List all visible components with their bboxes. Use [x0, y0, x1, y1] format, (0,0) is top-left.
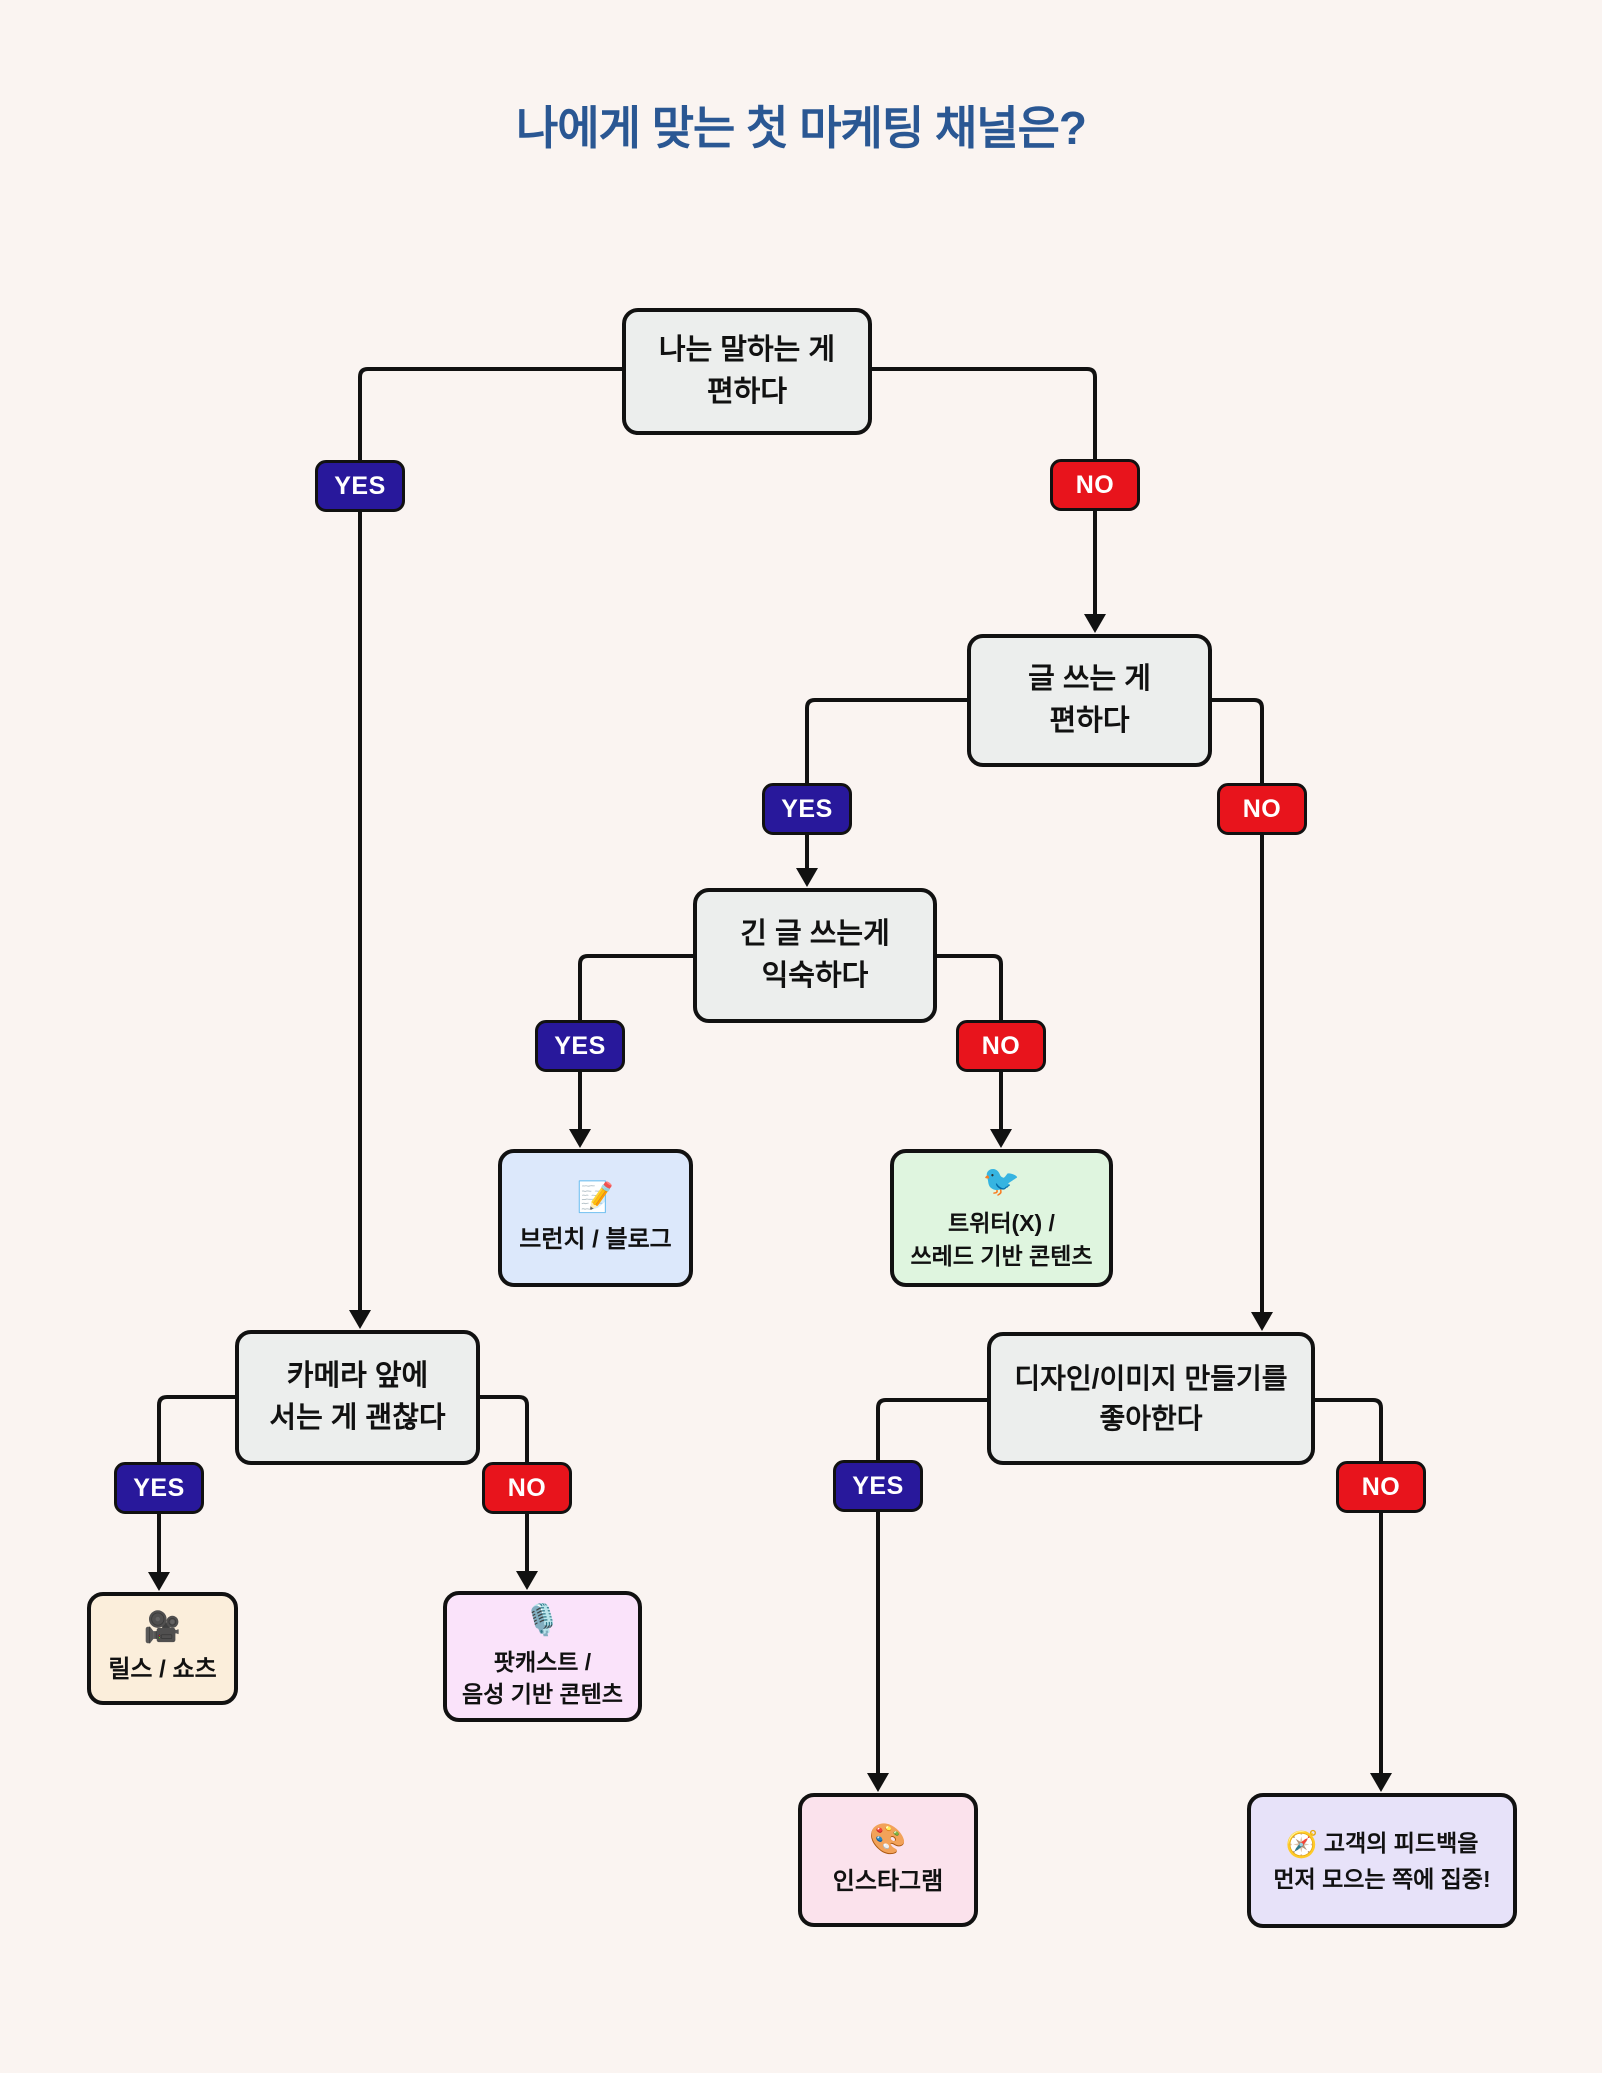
connector-design-yes [876, 1398, 987, 1774]
question-speaking-line2: 편하다 [706, 375, 788, 408]
arrowhead-speaking-no [1084, 614, 1106, 633]
movie-camera-icon: 🎥 [143, 1611, 182, 1645]
result-instagram-label: 인스타그램 [832, 1867, 944, 1895]
arrowhead-design-yes [867, 1773, 889, 1792]
no-badge-longform: NO [956, 1020, 1046, 1072]
memo-icon: 📝 [576, 1180, 615, 1214]
yes-badge-speaking: YES [315, 460, 405, 512]
no-badge-speaking: NO [1050, 459, 1140, 511]
connector-longform-no [937, 954, 1003, 1130]
result-twitter-threads-line1: 트위터(X) / [948, 1210, 1055, 1237]
question-design-line1: 디자인/이미지 만들기를 [1014, 1362, 1288, 1394]
question-longform-box: 긴 글 쓰는게 익숙하다 [693, 888, 937, 1023]
connector-speaking-yes [358, 367, 622, 1311]
arrowhead-writing-no [1251, 1312, 1273, 1331]
result-brunch-blog-label: 브런치 / 블로그 [519, 1225, 672, 1253]
connector-writing-no [1212, 698, 1264, 1313]
microphone-icon: 🎙️ [523, 1603, 562, 1637]
result-podcast-audio-box: 🎙️ 팟캐스트 / 음성 기반 콘텐츠 [443, 1591, 642, 1722]
result-feedback-focus-text1: 고객의 피드백을 [1323, 1830, 1479, 1857]
no-badge-camera: NO [482, 1462, 572, 1514]
result-feedback-focus-line2: 먼저 모으는 쪽에 집중! [1273, 1865, 1491, 1892]
question-writing-line1: 글 쓰는 게 [1028, 663, 1151, 696]
arrowhead-speaking-yes [349, 1310, 371, 1329]
bird-icon: 🐦 [982, 1165, 1021, 1199]
question-design-box: 디자인/이미지 만들기를 좋아한다 [987, 1332, 1315, 1465]
question-longform-line1: 긴 글 쓰는게 [740, 918, 890, 951]
question-longform-line2: 익숙하다 [761, 959, 869, 992]
connector-camera-no [480, 1395, 529, 1572]
connector-camera-yes [157, 1395, 235, 1573]
compass-icon: 🧭 [1285, 1829, 1318, 1860]
arrowhead-writing-yes [796, 868, 818, 887]
yes-badge-design: YES [833, 1460, 923, 1512]
result-reels-shorts-box: 🎥 릴스 / 쇼츠 [87, 1592, 238, 1705]
result-podcast-audio-line2: 음성 기반 콘텐츠 [462, 1681, 623, 1707]
connector-writing-yes [805, 698, 967, 869]
question-speaking-box: 나는 말하는 게 편하다 [622, 308, 872, 435]
question-camera-line1: 카메라 앞에 [286, 1360, 429, 1393]
result-brunch-blog-box: 📝 브런치 / 블로그 [498, 1149, 693, 1287]
connector-speaking-no [872, 367, 1097, 615]
result-instagram-box: 🎨 인스타그램 [798, 1793, 978, 1927]
connector-design-no [1315, 1398, 1383, 1774]
arrowhead-camera-no [516, 1571, 538, 1590]
result-twitter-threads-box: 🐦 트위터(X) / 쓰레드 기반 콘텐츠 [890, 1149, 1113, 1287]
no-badge-writing: NO [1217, 783, 1307, 835]
arrowhead-longform-no [990, 1129, 1012, 1148]
result-feedback-focus-line1: 🧭고객의 피드백을 [1286, 1826, 1479, 1862]
arrowhead-camera-yes [148, 1572, 170, 1591]
no-badge-design: NO [1336, 1461, 1426, 1513]
yes-badge-camera: YES [114, 1462, 204, 1514]
result-reels-shorts-label: 릴스 / 쇼츠 [108, 1656, 217, 1684]
arrowhead-design-no [1370, 1773, 1392, 1792]
yes-badge-longform: YES [535, 1020, 625, 1072]
result-twitter-threads-line2: 쓰레드 기반 콘텐츠 [910, 1242, 1093, 1269]
palette-icon: 🎨 [869, 1822, 907, 1856]
question-camera-line2: 서는 게 괜찮다 [269, 1401, 446, 1434]
question-writing-box: 글 쓰는 게 편하다 [967, 634, 1212, 767]
page-title: 나에게 맞는 첫 마케팅 채널은? [515, 102, 1087, 154]
result-podcast-audio-line1: 팟캐스트 / [493, 1648, 592, 1675]
result-feedback-focus-box: 🧭고객의 피드백을 먼저 모으는 쪽에 집중! [1247, 1793, 1517, 1928]
question-speaking-line1: 나는 말하는 게 [658, 334, 836, 367]
arrowhead-longform-yes [569, 1129, 591, 1148]
question-design-line2: 좋아한다 [1099, 1402, 1203, 1434]
question-writing-line2: 편하다 [1049, 704, 1130, 737]
yes-badge-writing: YES [762, 783, 852, 835]
connector-longform-yes [578, 954, 693, 1130]
question-camera-box: 카메라 앞에 서는 게 괜찮다 [235, 1330, 480, 1465]
